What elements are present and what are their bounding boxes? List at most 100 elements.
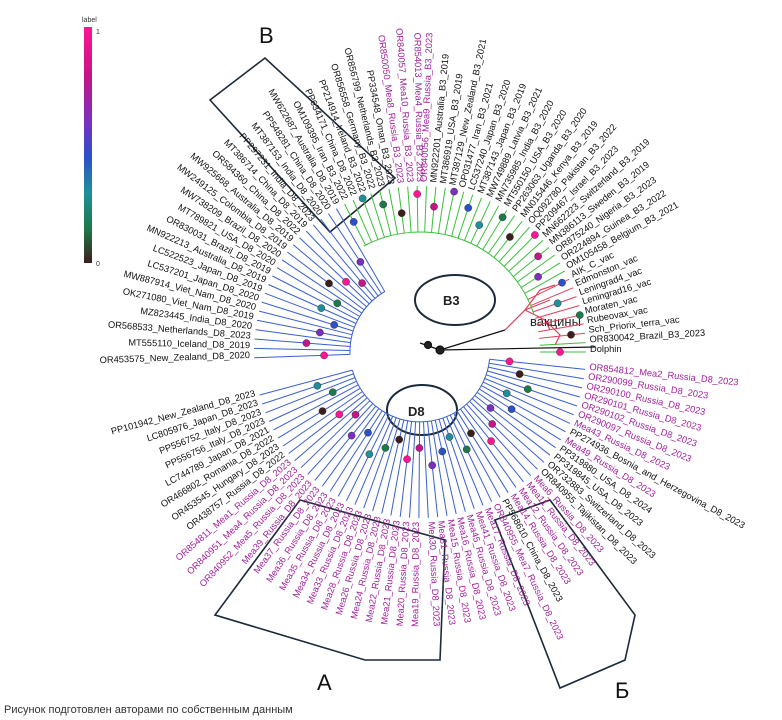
tree-branch bbox=[479, 388, 562, 441]
tree-branch bbox=[361, 196, 379, 240]
tree-branch bbox=[409, 421, 417, 518]
figure-caption: Рисунок подготовлен авторами по собствен… bbox=[4, 704, 293, 716]
tree-node bbox=[325, 279, 333, 288]
tree-branch bbox=[265, 377, 356, 414]
tree-node bbox=[320, 351, 328, 360]
tree-branch bbox=[524, 270, 566, 294]
tree-branch bbox=[254, 353, 351, 359]
tree-branch bbox=[287, 251, 365, 311]
tree-branch bbox=[484, 378, 574, 416]
clade-markers: B3 D8 вакцины bbox=[386, 274, 581, 436]
tree-branch bbox=[276, 267, 360, 317]
tree-branch bbox=[268, 380, 357, 422]
tree-branch bbox=[508, 240, 544, 272]
tree-node bbox=[413, 190, 422, 198]
tree-node bbox=[486, 404, 495, 412]
tree-branch bbox=[312, 224, 376, 299]
tree-branch bbox=[451, 191, 465, 237]
tree-node bbox=[531, 231, 539, 239]
tree-node bbox=[356, 258, 365, 266]
tree-branch bbox=[424, 186, 427, 233]
tree-branch bbox=[489, 358, 586, 370]
tree-branch bbox=[345, 414, 390, 502]
tree-node bbox=[381, 444, 390, 452]
tree-branch bbox=[430, 421, 448, 516]
tree-node bbox=[506, 233, 514, 241]
tree-node bbox=[333, 299, 342, 308]
tree-node bbox=[567, 330, 575, 339]
tree-branch bbox=[487, 215, 516, 254]
legend-title: label bbox=[82, 17, 97, 24]
tree-node bbox=[556, 348, 564, 356]
tree-branch bbox=[466, 403, 532, 477]
tree-branch bbox=[535, 305, 580, 319]
tree-branch bbox=[390, 420, 409, 516]
tree-branch bbox=[294, 397, 368, 462]
tree-node bbox=[553, 299, 562, 308]
tree-node bbox=[358, 279, 366, 287]
tree-branch bbox=[372, 418, 401, 512]
tree-node bbox=[395, 435, 404, 444]
tree-branch bbox=[476, 205, 500, 247]
tree-branch bbox=[512, 247, 550, 277]
tree-branch bbox=[418, 421, 421, 519]
tree-branch bbox=[434, 420, 457, 515]
tree-branch bbox=[307, 403, 374, 475]
tree-branch bbox=[259, 369, 353, 396]
tree-node bbox=[302, 339, 311, 347]
tree-branch bbox=[487, 370, 580, 398]
tree-node bbox=[487, 437, 495, 445]
tree-branch bbox=[327, 213, 382, 294]
tree-branches bbox=[253, 185, 586, 519]
tree-node bbox=[445, 433, 454, 441]
tree-branch bbox=[437, 187, 446, 234]
tree-branch bbox=[503, 233, 537, 267]
legend-colorbar bbox=[84, 27, 92, 263]
tree-branch bbox=[539, 342, 586, 346]
tree-node bbox=[524, 385, 532, 393]
tip-label: OR854013_Mea4_Russia_B3_2023 bbox=[412, 32, 425, 182]
tree-branch bbox=[255, 329, 351, 344]
tree-branch bbox=[277, 387, 361, 439]
tree-branch bbox=[321, 408, 380, 487]
highlight-boxes bbox=[208, 56, 636, 690]
tree-branch bbox=[476, 391, 556, 449]
tree-node bbox=[576, 311, 584, 319]
tree-branch bbox=[399, 421, 413, 517]
tree-branch bbox=[423, 421, 429, 518]
tree-branch bbox=[262, 373, 354, 405]
tree-arc bbox=[363, 231, 535, 316]
tree-branch bbox=[256, 319, 352, 340]
tree-branch bbox=[273, 384, 359, 431]
tree-node bbox=[342, 277, 350, 286]
tree-node bbox=[316, 328, 324, 337]
tree-node bbox=[488, 420, 497, 428]
tree-branch bbox=[379, 190, 392, 236]
tree-node bbox=[318, 407, 327, 415]
tree-branch bbox=[337, 412, 386, 497]
tree-branch bbox=[354, 416, 394, 505]
tree-branch bbox=[442, 417, 475, 510]
tip-labels: DolphinOR830042_Brazil_B3_2023Sch_Priori… bbox=[99, 28, 746, 642]
box-letters: В А Б bbox=[259, 23, 629, 703]
tree-branch bbox=[539, 332, 585, 339]
tree-branch bbox=[388, 188, 399, 235]
tree-branch bbox=[370, 193, 385, 238]
tree-branch bbox=[261, 301, 354, 332]
tree-branch bbox=[482, 381, 571, 424]
box-b bbox=[493, 499, 636, 690]
tree-node bbox=[365, 450, 374, 459]
tree-node bbox=[515, 370, 524, 378]
tip-label: MT555110_Iceland_D8_2019 bbox=[128, 338, 250, 351]
tree-node bbox=[450, 187, 458, 196]
tree-branch bbox=[464, 197, 482, 241]
tree-branch bbox=[444, 189, 455, 235]
tree-branch bbox=[463, 406, 524, 483]
tree-branch bbox=[438, 419, 466, 512]
box-a bbox=[213, 499, 446, 661]
tree-branch bbox=[314, 405, 377, 481]
tree-branch bbox=[457, 194, 474, 239]
tree-branch bbox=[446, 416, 484, 506]
tree-branch bbox=[254, 338, 351, 347]
